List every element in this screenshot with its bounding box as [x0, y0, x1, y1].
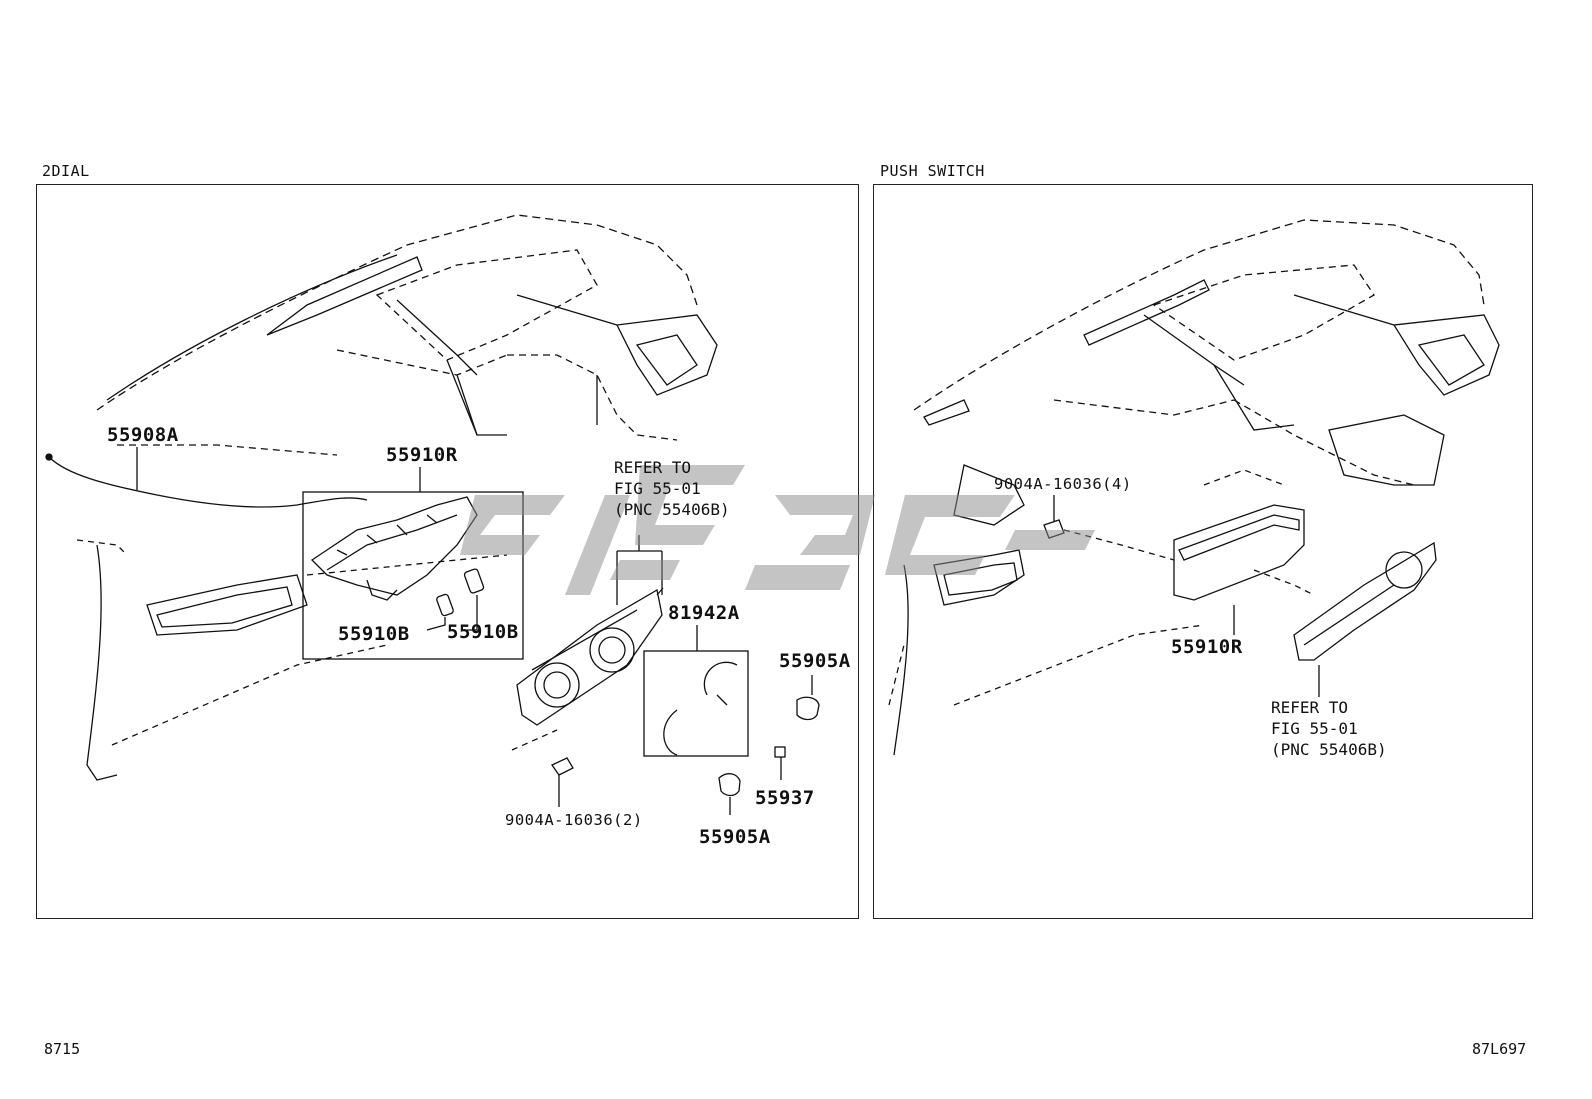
footer-right-code: 87L697	[1472, 1040, 1527, 1058]
label-screw-push-switch: 9004A-16036(4)	[994, 475, 1132, 493]
label-part-55910B-right: 55910B	[447, 621, 519, 643]
label-part-55905A-bottom: 55905A	[699, 826, 771, 848]
label-part-55910R: 55910R	[386, 444, 458, 466]
label-part-55910B-left: 55910B	[338, 623, 410, 645]
refer-note-2dial: REFER TO FIG 55-01 (PNC 55406B)	[614, 458, 730, 519]
panel-title-2dial: 2DIAL	[42, 162, 90, 180]
label-part-55905A-top: 55905A	[779, 650, 851, 672]
label-part-55908A: 55908A	[107, 424, 179, 446]
panel-2dial	[36, 184, 859, 919]
footer-left-code: 8715	[44, 1040, 81, 1058]
panel-push-switch	[873, 184, 1533, 919]
label-screw-2dial: 9004A-16036(2)	[505, 811, 643, 829]
label-part-81942A: 81942A	[668, 602, 740, 624]
label-part-55910R-push: 55910R	[1171, 636, 1243, 658]
refer-note-push-switch: REFER TO FIG 55-01 (PNC 55406B)	[1271, 698, 1387, 759]
dashboard-drawing-2dial	[45, 214, 820, 815]
label-part-55937: 55937	[755, 787, 815, 809]
watermark-logo	[455, 455, 1115, 604]
panel-title-push-switch: PUSH SWITCH	[880, 162, 985, 180]
